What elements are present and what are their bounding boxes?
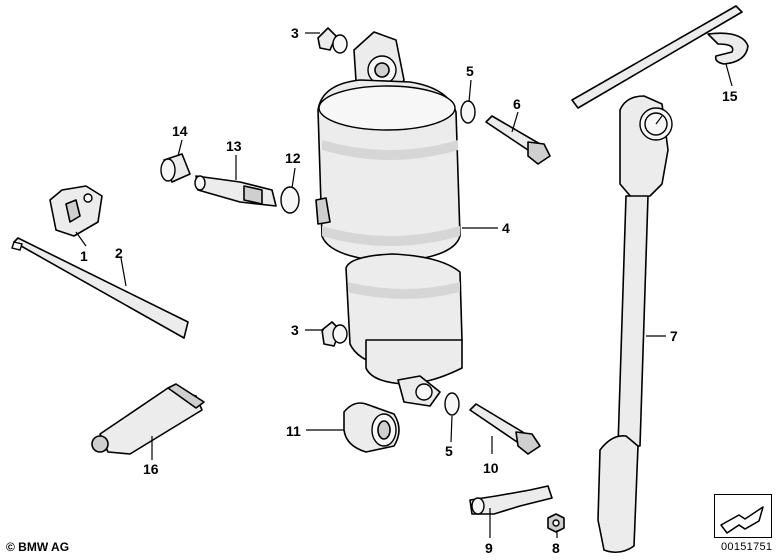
part-2-cable-tie[interactable] xyxy=(11,237,189,339)
part-4-air-spring[interactable] xyxy=(315,31,463,407)
callout-9: 9 xyxy=(485,540,493,556)
callout-2: 2 xyxy=(115,245,123,261)
part-1-holder[interactable] xyxy=(49,185,103,237)
callout-14: 14 xyxy=(172,123,188,139)
callout-10: 10 xyxy=(483,460,499,476)
callout-11: 11 xyxy=(286,423,301,439)
part-8-nut[interactable] xyxy=(547,513,565,533)
part-10-bolt-bottom[interactable] xyxy=(469,403,541,455)
part-12-o-ring[interactable] xyxy=(280,186,300,214)
part-11-rubber-mount[interactable] xyxy=(343,402,400,453)
callout-3-top: 3 xyxy=(291,25,299,41)
part-16-grease-tube[interactable] xyxy=(91,383,205,455)
part-3-bush-bottom[interactable] xyxy=(321,321,348,347)
part-13-valve[interactable] xyxy=(194,175,277,207)
part-6-bolt-top[interactable] xyxy=(485,115,551,165)
callout-6: 6 xyxy=(513,96,521,112)
callout-7: 7 xyxy=(670,328,678,344)
figure-id: 00151751 xyxy=(721,541,773,553)
arrow-box-icon xyxy=(714,494,772,538)
callout-15: 15 xyxy=(722,88,738,104)
part-5-washer-bottom[interactable] xyxy=(444,392,460,416)
callout-labels: 1 2 3 3 4 5 5 6 7 8 9 10 11 12 13 14 15 … xyxy=(80,25,738,556)
callout-4: 4 xyxy=(502,220,510,236)
copyright-text: © BMW AG xyxy=(6,540,70,554)
part-7-pump[interactable] xyxy=(597,95,673,554)
callout-1: 1 xyxy=(80,248,88,264)
part-9-clip[interactable] xyxy=(469,485,553,515)
callout-5-top: 5 xyxy=(466,63,474,79)
callout-8: 8 xyxy=(552,540,560,556)
callout-16: 16 xyxy=(143,461,159,477)
callout-12: 12 xyxy=(285,150,301,166)
part-3-bush-top[interactable] xyxy=(317,27,348,54)
leader-lines xyxy=(75,32,733,538)
part-14-sleeve[interactable] xyxy=(160,153,191,183)
callout-13: 13 xyxy=(226,138,242,154)
callout-3-bottom: 3 xyxy=(291,322,299,338)
part-5-washer-top[interactable] xyxy=(460,100,476,124)
callout-5-bottom: 5 xyxy=(445,443,453,459)
part-15-strap[interactable] xyxy=(571,5,749,109)
